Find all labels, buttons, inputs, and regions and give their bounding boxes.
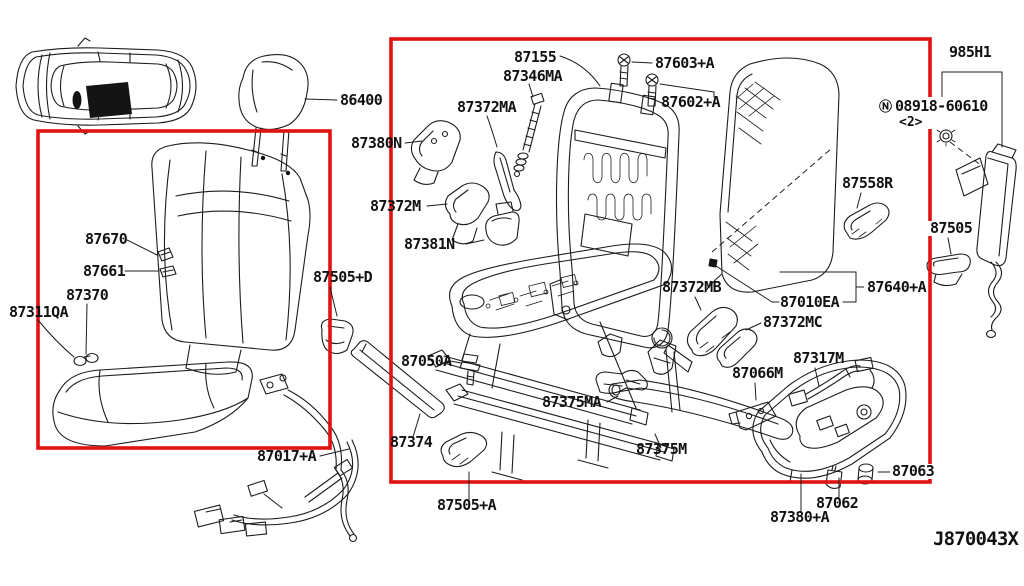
trim-87372MB-drawing xyxy=(686,306,738,357)
trim-87380N-drawing xyxy=(410,120,461,186)
part-label-87505: 87505 xyxy=(930,219,973,237)
cover-87375MA-drawing xyxy=(595,369,648,394)
headrest-drawing xyxy=(238,54,309,172)
switch-87062-drawing xyxy=(825,465,843,490)
part-label-87661: 87661 xyxy=(83,262,126,280)
highlighted-seat-position xyxy=(86,82,132,118)
seat-back-drawing xyxy=(151,142,311,375)
part-label-87370: 87370 xyxy=(66,286,109,304)
bracket-87505D-drawing xyxy=(320,318,354,355)
part-label-87558R: 87558R xyxy=(842,174,894,192)
part-label-985H1: 985H1 xyxy=(949,43,992,61)
bolt-87603A-drawing xyxy=(617,53,631,87)
right-highlight-box xyxy=(389,37,932,484)
leader-lines xyxy=(37,55,1003,512)
part-labels: 86400 87670 87661 87370 87311QA 87505+D … xyxy=(9,43,1020,550)
part-label-87346MA: 87346MA xyxy=(503,67,563,85)
part-label-87380N: 87380N xyxy=(351,134,402,152)
part-label-87311QA: 87311QA xyxy=(9,303,69,321)
part-label-87372MC: 87372MC xyxy=(763,313,822,331)
seat-harness-drawing xyxy=(193,439,359,537)
trim-87372MA-drawing xyxy=(493,151,522,212)
bolt-87050A-drawing xyxy=(459,353,481,386)
part-label-87375M: 87375M xyxy=(636,440,687,458)
part-label-86400: 86400 xyxy=(340,91,383,109)
part-label-87381N: 87381N xyxy=(404,235,455,253)
part-label-87372MB: 87372MB xyxy=(662,278,722,296)
cap-87381N-drawing xyxy=(485,201,520,246)
garnish-87374-drawing xyxy=(350,340,445,419)
part-label-87375MA: 87375MA xyxy=(542,393,602,411)
bracket-87558R-drawing xyxy=(843,202,890,240)
part-label-87066M: 87066M xyxy=(732,364,783,382)
part-label-87010EA: 87010EA xyxy=(780,293,840,311)
bolt-87602A-drawing xyxy=(645,73,659,107)
part-label-87063: 87063 xyxy=(892,462,935,480)
seat-cushion-drawing xyxy=(52,352,253,447)
part-label-87372M: 87372M xyxy=(370,197,421,215)
part-label-87374: 87374 xyxy=(390,433,433,451)
part-label-87505A: 87505+A xyxy=(437,496,497,514)
part-label-87317M: 87317M xyxy=(793,349,844,367)
car-top-view-drawing xyxy=(15,37,197,135)
bracket-rail-end-drawing xyxy=(597,333,677,375)
wire-87317M-drawing xyxy=(788,356,875,407)
rod-87346MA-drawing xyxy=(513,92,545,178)
part-label-87505D: 87505+D xyxy=(313,268,373,286)
part-label-87670: 87670 xyxy=(85,230,128,248)
seat-back-pad-drawing xyxy=(704,57,840,293)
bracket-87505A-drawing xyxy=(440,431,488,468)
cover-87375M-drawing xyxy=(608,379,794,440)
part-label-87640A: 87640+A xyxy=(867,278,927,296)
part-label-87380A: 87380+A xyxy=(770,508,830,526)
part-label-87603A: 87603+A xyxy=(655,54,715,72)
part-label-87602A: 87602+A xyxy=(661,93,721,111)
part-label-87017A: 87017+A xyxy=(257,447,317,465)
part-label-87062: 87062 xyxy=(816,494,858,512)
part-label-87050A: 87050A xyxy=(401,352,452,370)
side-trim-87380A-drawing xyxy=(752,359,907,483)
drawing-code: J870043X xyxy=(933,528,1019,550)
nut-prefix-symbol: Ⓝ xyxy=(879,99,892,115)
trim-87372M-drawing xyxy=(444,182,490,245)
shield-87505-drawing xyxy=(926,253,971,287)
part-label-87372MA: 87372MA xyxy=(457,98,517,116)
seat-frame-drawing xyxy=(427,82,693,481)
knob-87063-drawing xyxy=(857,463,874,485)
trim-87372MC-drawing xyxy=(716,328,758,368)
part-label-87155: 87155 xyxy=(514,48,557,66)
quantity-note: <2> xyxy=(899,115,923,130)
left-highlight-box xyxy=(36,129,332,450)
part-label-08918-60610: 08918-60610 xyxy=(895,97,988,115)
airbag-module-drawing xyxy=(936,125,1017,339)
